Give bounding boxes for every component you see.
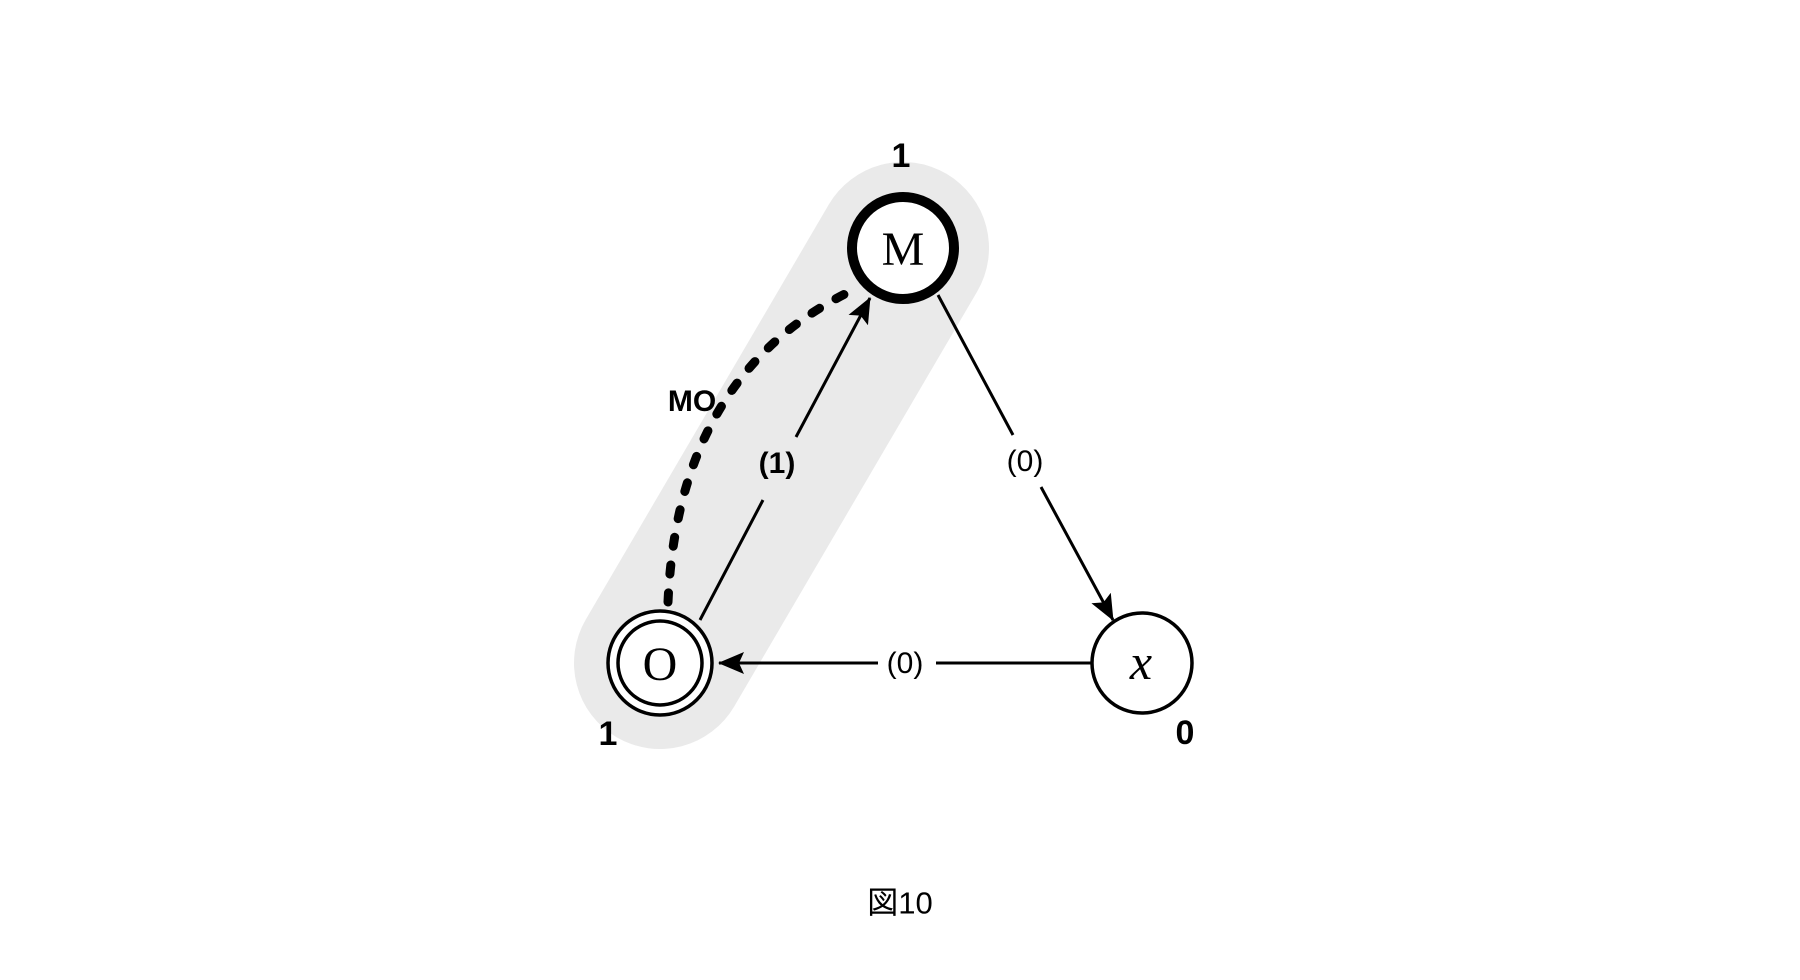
node-M-label: M <box>881 223 925 276</box>
edge-label-O-to-M: (1) <box>758 447 796 480</box>
edge-label-x-to-O: (0) <box>886 647 924 680</box>
state-output-M: 1 <box>891 137 911 175</box>
state-output-x: 0 <box>1175 714 1195 752</box>
node-O-inner-circle <box>616 619 704 707</box>
figure-caption: 図10 <box>867 885 933 921</box>
node-x-circle <box>1090 611 1194 715</box>
edge-O-to-M-lower <box>698 499 765 621</box>
edge-O-to-M-upper <box>794 297 872 438</box>
edge-label-M-to-x: (0) <box>1006 445 1044 478</box>
edge-M-to-x-lower <box>1039 486 1115 621</box>
edge-M-to-x-upper <box>936 294 1015 436</box>
node-M-circle <box>847 192 959 304</box>
edge-MO-dashed-curve <box>663 286 856 607</box>
state-output-O: 1 <box>598 715 618 753</box>
node-O-label: O <box>642 638 678 691</box>
node-x-label: x <box>1129 634 1153 690</box>
edge-label-MO: MO <box>667 385 717 418</box>
node-O-outer-circle <box>606 609 714 717</box>
